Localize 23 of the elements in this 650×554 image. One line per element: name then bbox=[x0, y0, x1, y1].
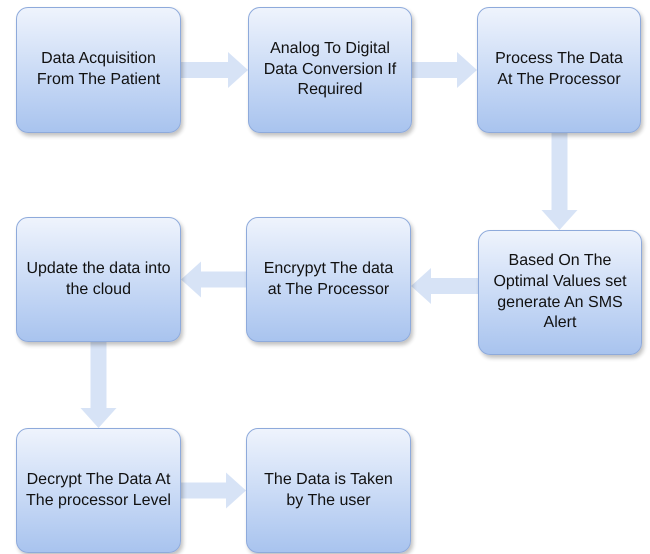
process-box bbox=[16, 428, 181, 553]
step-text: Encrypyt The data at The Processor bbox=[262, 258, 394, 300]
process-box bbox=[248, 7, 412, 133]
step-text: Data Acquisition From The Patient bbox=[36, 49, 162, 90]
block-arrow bbox=[181, 52, 248, 88]
block-arrow bbox=[412, 52, 477, 88]
step-text: The Data is Taken by The user bbox=[263, 470, 394, 510]
process-box bbox=[246, 428, 411, 553]
block-arrow bbox=[411, 268, 478, 304]
block-arrow bbox=[542, 133, 578, 230]
step-text: Analog To Digital Data Conversion If Required bbox=[262, 38, 398, 100]
block-arrow bbox=[181, 472, 246, 508]
step-text: Based On The Optimal Values set generate An SMS Alert bbox=[492, 250, 628, 334]
step-text: Decrypt The Data At The processor Level bbox=[25, 470, 172, 510]
process-box bbox=[16, 7, 181, 133]
process-box bbox=[16, 217, 181, 342]
block-arrow bbox=[80, 342, 116, 428]
process-box bbox=[478, 230, 642, 355]
block-arrow bbox=[181, 262, 246, 298]
step-text: Process The Data At The Processor bbox=[494, 49, 624, 90]
process-box bbox=[246, 217, 411, 342]
process-box bbox=[477, 7, 641, 133]
step-text: Update the data into the cloud bbox=[25, 258, 172, 300]
